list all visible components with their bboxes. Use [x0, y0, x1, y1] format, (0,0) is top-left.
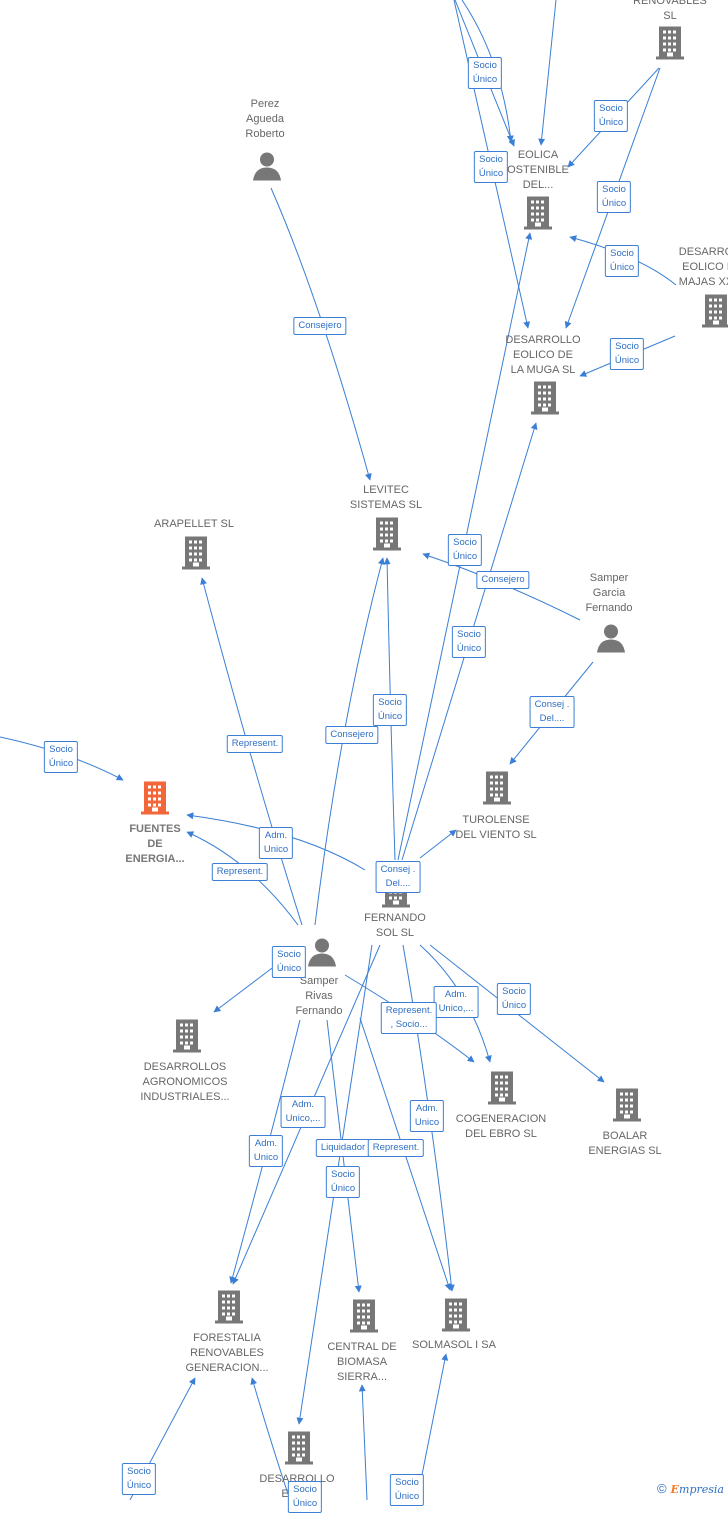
relationship-label[interactable]: Socio Único: [287, 1481, 323, 1513]
node-label[interactable]: COGENERACION DEL EBRO SL: [455, 1113, 547, 1140]
building-icon[interactable]: [173, 1019, 201, 1058]
relationship-label[interactable]: Consejero: [325, 726, 379, 744]
building-icon[interactable]: [442, 1298, 470, 1337]
building-icon[interactable]: [656, 26, 684, 65]
relationship-label[interactable]: Socio Único: [325, 1166, 361, 1198]
building-icon[interactable]: [483, 771, 511, 810]
relationship-label[interactable]: Socio Único: [447, 534, 483, 566]
building-icon[interactable]: [285, 1431, 313, 1470]
building-icon[interactable]: [141, 781, 169, 820]
brand-logo: Empresia: [670, 1483, 724, 1496]
relationship-label[interactable]: Socio Único: [604, 245, 640, 277]
relationship-label[interactable]: Consej . Del....: [375, 861, 421, 893]
node-label[interactable]: CENTRAL DE BIOMASA SIERRA...: [327, 1341, 397, 1383]
relationship-label[interactable]: Socio Único: [467, 57, 503, 89]
node-label[interactable]: Samper Rivas Fernando: [295, 975, 343, 1017]
building-icon[interactable]: [215, 1290, 243, 1329]
relationship-label[interactable]: Adm. Unico: [258, 827, 294, 859]
edge-line: [358, 1384, 368, 1500]
relationship-label[interactable]: Represent. , Socio...: [380, 1002, 438, 1034]
building-icon[interactable]: [613, 1088, 641, 1127]
node-label[interactable]: Perez Agueda Roberto: [245, 98, 285, 140]
relationship-label[interactable]: Consej . Del....: [529, 696, 575, 728]
node-label[interactable]: FORESTALIA RENOVABLES GENERACION...: [185, 1332, 269, 1374]
node-label[interactable]: DESARROLLO EOLICO DE LA MUGA SL: [505, 334, 581, 376]
node-label[interactable]: SOLMASOL I SA: [412, 1339, 496, 1351]
empresia-watermark: ©Empresia: [657, 1481, 724, 1496]
relationship-label[interactable]: Consejero: [293, 317, 347, 335]
edge-line: [538, 0, 557, 146]
node-label[interactable]: ARAPELLET SL: [154, 518, 234, 530]
relationship-label[interactable]: Socio Único: [271, 946, 307, 978]
edges-layer: [0, 0, 677, 1500]
relationship-label[interactable]: Adm. Unico,...: [280, 1096, 326, 1128]
person-icon[interactable]: [597, 623, 625, 658]
building-icon[interactable]: [488, 1071, 516, 1110]
relationship-label[interactable]: Consejero: [476, 571, 530, 589]
person-icon[interactable]: [308, 937, 336, 972]
node-label[interactable]: FUENTES DE ENERGIA...: [125, 823, 185, 865]
relationship-label[interactable]: Adm. Unico,...: [433, 986, 479, 1018]
person-icon[interactable]: [253, 151, 281, 186]
edge-line: [200, 577, 303, 926]
relationship-label[interactable]: Represent.: [226, 735, 284, 753]
node-label[interactable]: BOALAR ENERGIAS SL: [588, 1130, 662, 1157]
node-label[interactable]: RENOVABLES SL: [633, 0, 707, 22]
relationship-label[interactable]: Socio Único: [451, 626, 487, 658]
relationship-label[interactable]: Liquidador: [315, 1139, 371, 1157]
node-label[interactable]: DESARROLLOS AGRONOMICOS INDUSTRIALES...: [140, 1061, 230, 1103]
building-icon[interactable]: [702, 294, 728, 333]
relationship-label[interactable]: Socio Único: [389, 1474, 425, 1506]
relationship-label[interactable]: Represent.: [367, 1139, 425, 1157]
copyright-symbol: ©: [657, 1481, 667, 1496]
edge-line: [250, 1377, 291, 1500]
building-icon[interactable]: [524, 196, 552, 235]
node-label[interactable]: TUROLENSE DEL VIENTO SL: [455, 814, 537, 841]
edge-line: [419, 829, 457, 859]
relationship-label[interactable]: Socio Único: [496, 983, 532, 1015]
relationship-label[interactable]: Socio Único: [372, 694, 408, 726]
relationship-label[interactable]: Socio Único: [43, 741, 79, 773]
building-icon[interactable]: [182, 536, 210, 575]
node-label[interactable]: FERNANDO SOL SL: [364, 912, 426, 939]
building-icon[interactable]: [350, 1299, 378, 1338]
node-label[interactable]: Samper Garcia Fernando: [585, 572, 633, 614]
node-label[interactable]: DESARRO EOLICO I MAJAS XX: [678, 246, 728, 288]
building-icon[interactable]: [531, 381, 559, 420]
relationship-label[interactable]: Socio Único: [596, 181, 632, 213]
relationship-label[interactable]: Socio Único: [609, 338, 645, 370]
relationship-label[interactable]: Socio Único: [121, 1463, 157, 1495]
node-label[interactable]: LEVITEC SISTEMAS SL: [349, 484, 423, 511]
relationship-label[interactable]: Represent.: [211, 863, 269, 881]
relationship-label[interactable]: Socio Único: [593, 100, 629, 132]
node-label[interactable]: EOLICA OSTENIBLE DEL...: [507, 149, 569, 191]
relationship-label[interactable]: Socio Único: [473, 151, 509, 183]
building-icon[interactable]: [373, 517, 401, 556]
relationship-label[interactable]: Adm. Unico: [248, 1135, 284, 1167]
relationship-label[interactable]: Adm. Unico: [409, 1100, 445, 1132]
